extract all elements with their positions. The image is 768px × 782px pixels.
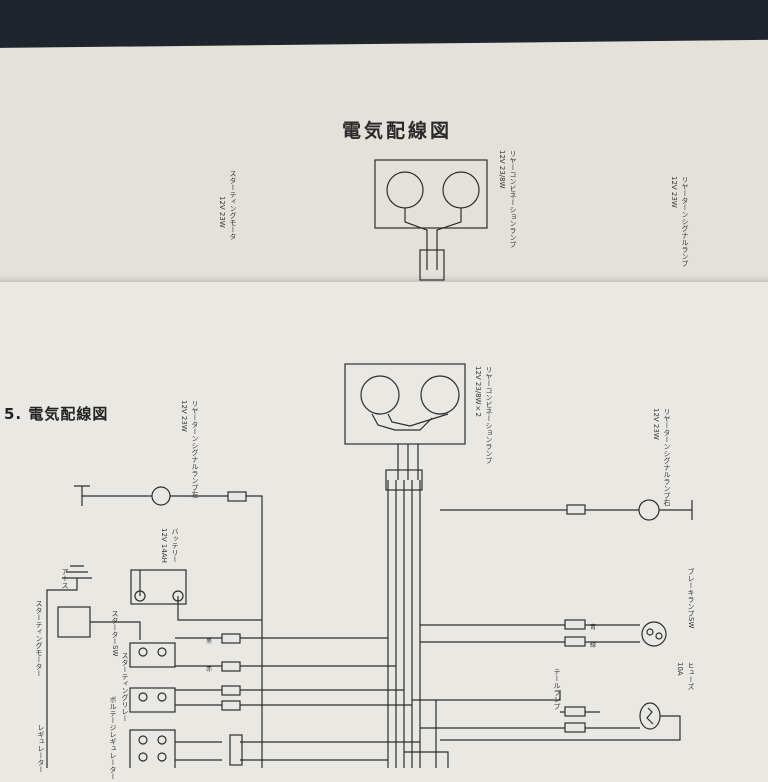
rear-turn-right-label: リヤーターンシグナルランプ右 bbox=[663, 408, 671, 506]
rear-combination-lamp-label: リヤーコンビネーションランプ bbox=[485, 366, 493, 464]
starter-motor-label: スターティングモーター bbox=[35, 600, 43, 677]
wire-label-blue: 青 bbox=[590, 624, 597, 631]
back-right-label: リヤーターンシグナルランプ bbox=[681, 176, 689, 267]
back-lamp-rating: 12V 23/8W bbox=[498, 150, 506, 189]
starter-motor bbox=[57, 606, 91, 638]
starter-switch-label: スターティングリレー bbox=[121, 652, 129, 722]
rear-bulb-left bbox=[360, 375, 400, 415]
starter-switch bbox=[129, 687, 176, 713]
battery bbox=[130, 569, 187, 605]
back-sheet-title: 電気配線図 bbox=[342, 120, 453, 142]
back-right-rating: 12V 23W bbox=[670, 176, 678, 208]
brake-switch bbox=[641, 621, 667, 647]
fuse-label: ヒューズ bbox=[687, 662, 695, 690]
tail-lamp-label: テールランプ bbox=[553, 668, 561, 710]
rear-turn-right-lamp bbox=[638, 499, 660, 521]
wire-label-black: 黒 bbox=[206, 638, 213, 645]
back-left-rating: 12V 23W bbox=[218, 196, 226, 228]
rear-turn-left-lamp bbox=[151, 486, 171, 506]
back-left-label: スターティングモータ bbox=[229, 170, 237, 240]
regulator bbox=[129, 729, 176, 768]
starter-relay-label: スターターSW bbox=[111, 610, 119, 657]
fuse bbox=[639, 702, 661, 730]
back-lamp-label: リヤーコンビネーションランプ bbox=[509, 150, 517, 248]
back-bulb-left bbox=[386, 171, 424, 209]
brake-switch-label: ブレーキランプSW bbox=[687, 568, 695, 629]
starter-relay bbox=[129, 642, 176, 668]
front-sheet-title: 5. 電気配線図 bbox=[4, 405, 109, 423]
rear-turn-left-label: リヤーターンシグナルランプ左 bbox=[191, 400, 199, 498]
back-lamp-box bbox=[374, 159, 488, 229]
rear-combination-lamp-box bbox=[344, 363, 466, 445]
rear-combination-lamp-rating: 12V 23/8W×2 bbox=[474, 366, 482, 418]
battery-rating: 12V 14AH bbox=[160, 528, 168, 563]
front-sheet bbox=[0, 282, 768, 782]
rear-turn-left-rating: 12V 23W bbox=[180, 400, 188, 432]
regulator-label: ボルテージレギュレーター bbox=[109, 696, 117, 780]
rear-turn-right-rating: 12V 23W bbox=[652, 408, 660, 440]
fuse-rating: 10A bbox=[676, 662, 684, 676]
back-bulb-right bbox=[442, 171, 480, 209]
regulator-label-2: レギュレーター bbox=[37, 724, 45, 773]
rear-bulb-right bbox=[420, 375, 460, 415]
wire-label-red: 赤 bbox=[206, 666, 213, 673]
battery-label: バッテリー bbox=[171, 528, 179, 563]
wire-label-green: 緑 bbox=[590, 642, 597, 649]
